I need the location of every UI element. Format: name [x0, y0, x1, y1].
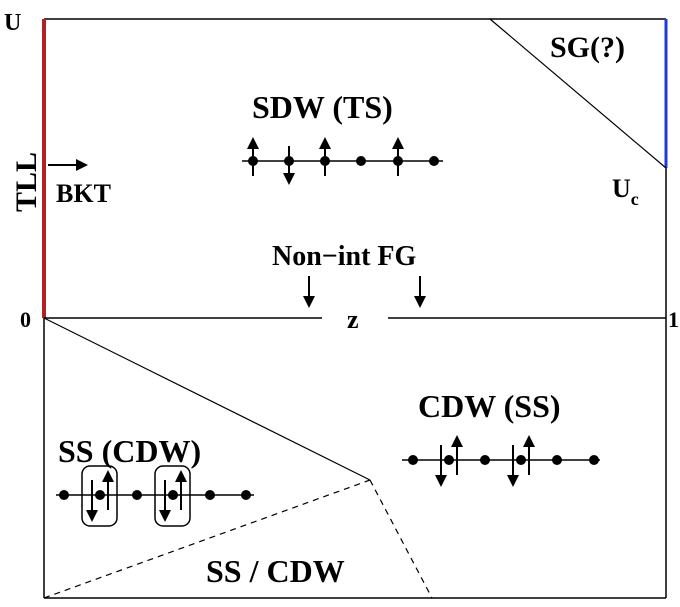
ss-label: SS (CDW) [58, 433, 201, 469]
sdw-spin-chain [242, 137, 443, 185]
u-axis-label: U [4, 10, 21, 36]
sg-diagonal [489, 18, 667, 169]
zero-label: 0 [20, 307, 31, 332]
tll-label: TLL [10, 152, 43, 212]
cdw-spin-chain [402, 435, 600, 487]
non-int-arrow-left-icon [303, 276, 315, 308]
cdw-label: CDW (SS) [418, 388, 561, 424]
ss-spin-chain [56, 465, 254, 527]
z-label: z [347, 305, 359, 334]
ss-cdw-boundary [43, 317, 371, 481]
ss-cdw-label: SS / CDW [206, 553, 345, 589]
ss-cdw-dashed-left [43, 479, 371, 599]
one-label: 1 [668, 307, 679, 332]
non-int-arrow-right-icon [414, 276, 426, 308]
non-int-label: Non−int FG [272, 241, 417, 272]
bkt-arrow-icon [48, 159, 88, 171]
ss-cdw-dashed-right [369, 479, 433, 599]
sdw-label: SDW (TS) [252, 89, 393, 125]
uc-label: Uc [612, 174, 639, 209]
bkt-label: BKT [56, 179, 111, 208]
sg-label: SG(?) [550, 31, 625, 64]
